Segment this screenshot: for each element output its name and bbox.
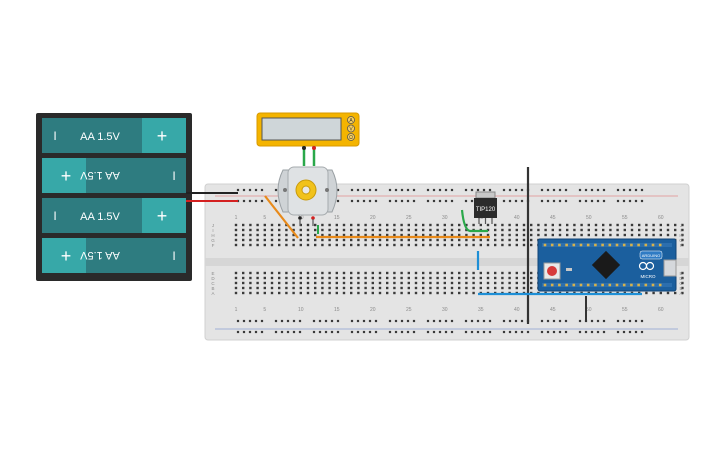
battery-plus-label: +: [61, 166, 72, 186]
battery-minus-label: I: [172, 249, 175, 263]
battery-cell[interactable]: I + AA 1.5V: [42, 198, 186, 233]
multimeter-mode-button[interactable]: Ω: [347, 133, 355, 142]
green-wire-transistor[interactable]: [460, 209, 488, 233]
battery-plus-label: +: [61, 246, 72, 266]
multimeter-mode-button[interactable]: A: [347, 116, 355, 125]
battery-pack[interactable]: I + AA 1.5V I + AA 1.5V I + AA 1.5V I + AA 1.5V: [36, 113, 192, 281]
battery-cell-label: AA 1.5V: [79, 169, 119, 181]
column-number: 40: [514, 215, 520, 221]
battery-cell[interactable]: I + AA 1.5V: [42, 158, 186, 193]
infinity-logo-icon: [638, 261, 655, 271]
row-letter: D: [211, 276, 215, 281]
column-number: 50: [586, 307, 592, 313]
dc-motor[interactable]: [277, 166, 338, 216]
battery-cell-label: AA 1.5V: [80, 131, 120, 143]
battery-cell[interactable]: I + AA 1.5V: [42, 118, 186, 153]
column-number: 5: [263, 215, 266, 221]
row-letter: B: [679, 286, 682, 291]
row-letter: C: [211, 281, 215, 286]
microcontroller-chip: [591, 250, 621, 280]
multimeter-mode-label: Ω: [349, 135, 353, 141]
transistor-label: TIP120: [476, 207, 496, 213]
battery-cell[interactable]: I + AA 1.5V: [42, 238, 186, 273]
arduino-board-label: ARDUINO: [642, 253, 660, 258]
arduino-brand-label: MICRO: [641, 274, 656, 279]
column-number: 25: [406, 215, 412, 221]
row-letter: J: [680, 223, 682, 228]
transistor-tip120[interactable]: TIP120: [474, 191, 497, 224]
column-number: 15: [334, 215, 340, 221]
battery-plus-label: +: [157, 126, 168, 146]
column-number: 15: [334, 307, 340, 313]
row-letter: A: [679, 291, 682, 296]
multimeter-mode-button[interactable]: V: [347, 124, 355, 133]
arduino-micro[interactable]: ARDUINO MICRO: [537, 238, 677, 292]
column-number: 60: [658, 307, 664, 313]
column-number: 55: [622, 307, 628, 313]
column-number: 10: [298, 307, 304, 313]
column-number: 1: [235, 215, 238, 221]
gear-icon: [295, 179, 317, 201]
row-letter: E: [211, 271, 214, 276]
row-letter: J: [212, 223, 214, 228]
column-number: 20: [370, 215, 376, 221]
row-letter: H: [679, 233, 682, 238]
multimeter[interactable]: AVΩ: [256, 112, 360, 147]
battery-plus-label: +: [157, 206, 168, 226]
battery-minus-label: I: [53, 209, 56, 223]
column-number: 55: [622, 215, 628, 221]
row-letter: I: [212, 228, 213, 233]
column-number: 25: [406, 307, 412, 313]
row-letter: I: [680, 228, 681, 233]
row-letter: F: [212, 243, 215, 248]
battery-minus-label: I: [172, 169, 175, 183]
row-letter: G: [211, 238, 215, 243]
row-letter: E: [679, 271, 682, 276]
column-number: 20: [370, 307, 376, 313]
usb-port: [663, 259, 677, 277]
column-number: 60: [658, 215, 664, 221]
column-number: 5: [263, 307, 266, 313]
reset-button-cap: [547, 266, 557, 276]
column-number: 30: [442, 215, 448, 221]
column-number: 35: [478, 307, 484, 313]
battery-cell-label: AA 1.5V: [79, 249, 119, 261]
orange-wire-diagonal[interactable]: [264, 195, 299, 239]
column-number: 45: [550, 215, 556, 221]
multimeter-mode-label: A: [349, 118, 353, 124]
column-number: 1: [235, 307, 238, 313]
column-number: 45: [550, 307, 556, 313]
row-letter: B: [211, 286, 214, 291]
column-number: 30: [442, 307, 448, 313]
row-letter: D: [679, 276, 683, 281]
column-number: 50: [586, 215, 592, 221]
row-letter: H: [211, 233, 214, 238]
row-letter: C: [679, 281, 683, 286]
row-letter: F: [680, 243, 683, 248]
battery-cell-label: AA 1.5V: [80, 211, 120, 223]
battery-minus-label: I: [53, 129, 56, 143]
row-letter: G: [679, 238, 683, 243]
column-number: 40: [514, 307, 520, 313]
multimeter-mode-label: V: [349, 127, 353, 133]
row-letter: A: [211, 291, 214, 296]
